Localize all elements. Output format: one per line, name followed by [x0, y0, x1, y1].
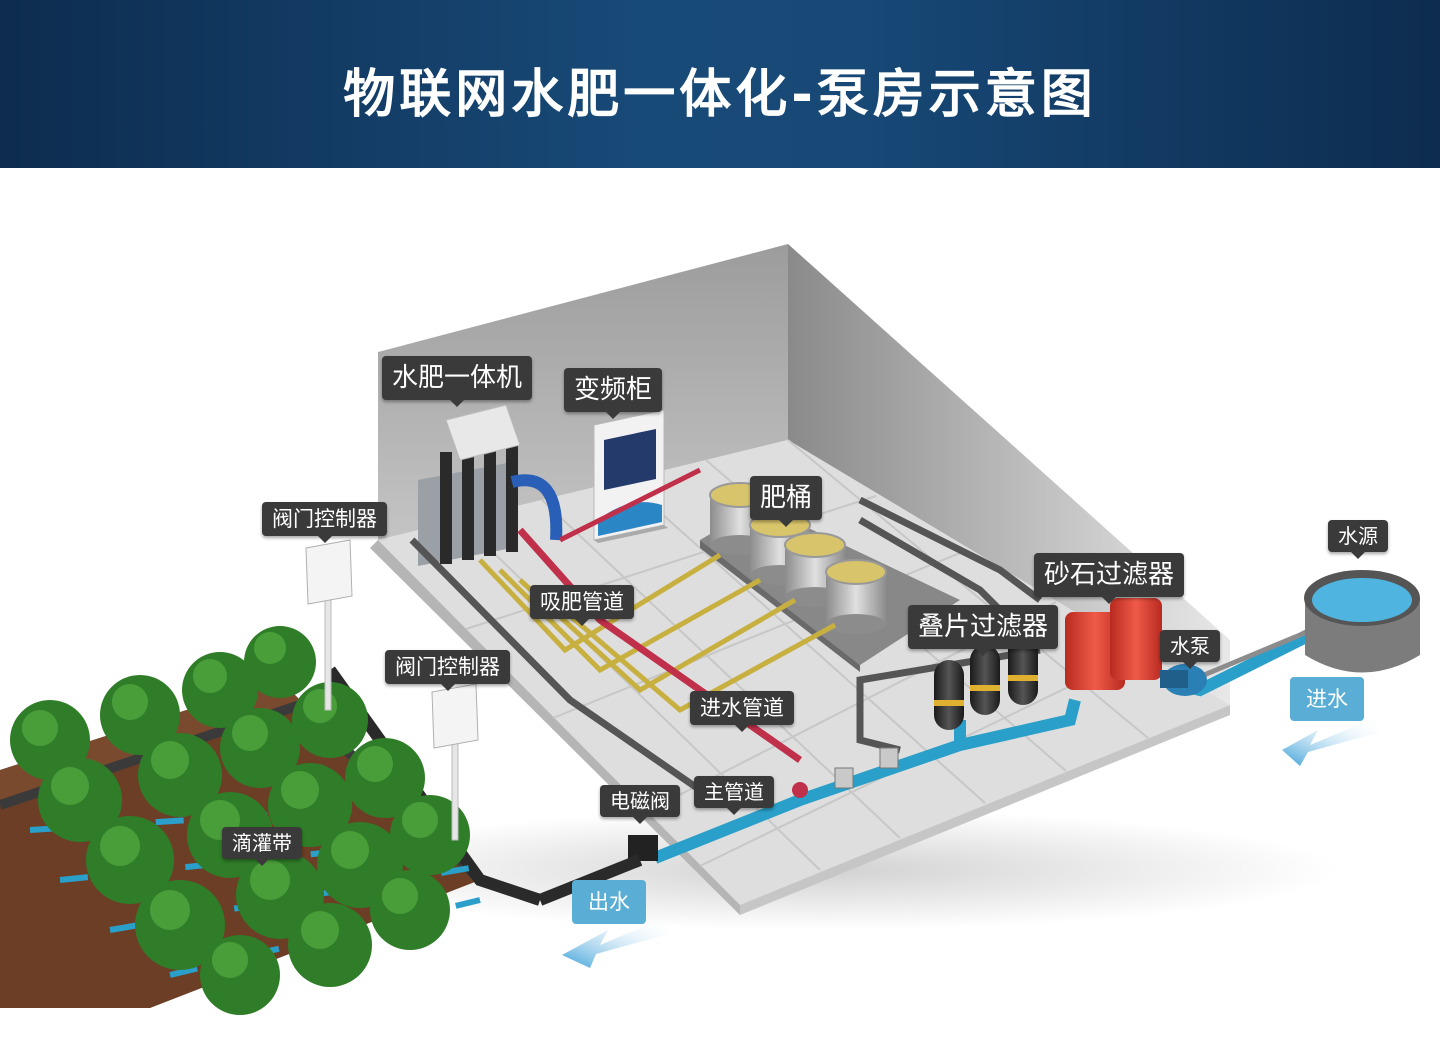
water-in-arrow [1282, 720, 1380, 766]
label-vfd-cabinet: 变频柜 [564, 368, 663, 419]
flow-label-water-out: 出水 [572, 880, 646, 924]
header-banner: 物联网水肥一体化-泵房示意图 [0, 0, 1440, 168]
label-main-pipe: 主管道 [694, 776, 774, 815]
label-valve-controller-1: 阀门控制器 [262, 502, 387, 543]
sand-filters [1065, 598, 1162, 690]
label-inlet-pipe: 进水管道 [690, 691, 794, 732]
vfd-cabinet [593, 409, 668, 543]
valve-controller-1 [305, 539, 353, 711]
flow-label-water-in: 进水 [1290, 677, 1364, 721]
floor-edge-left [370, 540, 740, 915]
water-source-tank [1304, 570, 1420, 673]
label-sand-filter: 砂石过滤器 [1034, 553, 1185, 604]
water-out-arrow [562, 920, 668, 968]
page-title: 物联网水肥一体化-泵房示意图 [343, 65, 1097, 125]
floor-edge-front [740, 705, 1230, 915]
label-disc-filter: 叠片过滤器 [908, 605, 1059, 656]
label-water-source: 水源 [1328, 520, 1388, 559]
crop-highlights [22, 632, 438, 978]
label-fertilizer-tank: 肥桶 [750, 476, 823, 527]
disc-filters [934, 635, 1038, 730]
water-pump [1160, 664, 1207, 696]
label-drip-tape: 滴灌带 [222, 827, 302, 866]
pump-room-illustration [0, 244, 1420, 1015]
fertigation-machine [418, 404, 563, 566]
label-suction-pipe: 吸肥管道 [530, 585, 634, 626]
label-water-pump: 水泵 [1160, 630, 1220, 669]
label-fertigation-machine: 水肥一体机 [382, 356, 533, 407]
pipe-valves [628, 747, 899, 861]
label-valve-controller-2: 阀门控制器 [385, 650, 510, 691]
valve-controller-2 [431, 683, 479, 841]
label-solenoid-valve: 电磁阀 [600, 785, 680, 824]
floor [378, 440, 1230, 905]
